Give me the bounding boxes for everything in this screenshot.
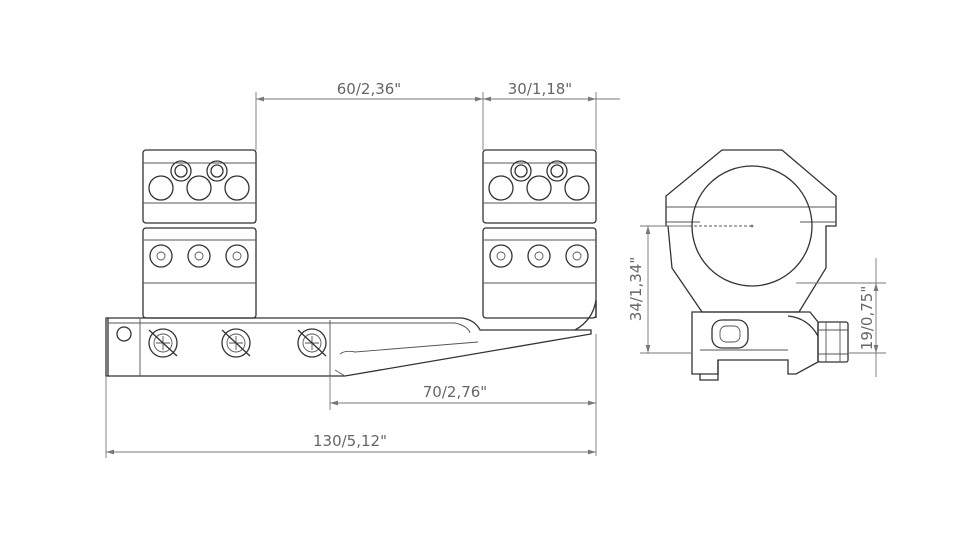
clamp-knob <box>817 321 849 363</box>
label-ring-spacing: 60/2,36" <box>337 80 401 98</box>
rear-ring <box>482 149 597 331</box>
dimension-ring-height: 34/1,34" <box>627 225 692 354</box>
screw-3 <box>297 328 327 358</box>
screw-1 <box>148 328 178 358</box>
side-view: 60/2,36" 30/1,18" 70/2,76" 130/5,12" <box>105 80 620 458</box>
label-total-length: 130/5,12" <box>313 432 387 450</box>
dimension-total-length: 130/5,12" <box>105 376 596 458</box>
label-offset-length: 70/2,76" <box>423 383 487 401</box>
dimension-base-height: 19/0,75" <box>796 258 886 377</box>
dimension-ring-spacing: 60/2,36" <box>255 80 484 150</box>
recoil-hole <box>116 326 132 342</box>
dimension-ring-width: 30/1,18" <box>483 80 620 150</box>
front-view: 34/1,34" 19/0,75" <box>627 149 886 381</box>
label-ring-height: 34/1,34" <box>627 257 645 321</box>
mount-base <box>105 317 592 377</box>
label-base-height: 19/0,75" <box>858 286 876 350</box>
dimension-offset-length: 70/2,76" <box>329 334 597 456</box>
front-ring <box>142 149 257 319</box>
label-ring-width: 30/1,18" <box>508 80 572 98</box>
screw-2 <box>221 328 251 358</box>
